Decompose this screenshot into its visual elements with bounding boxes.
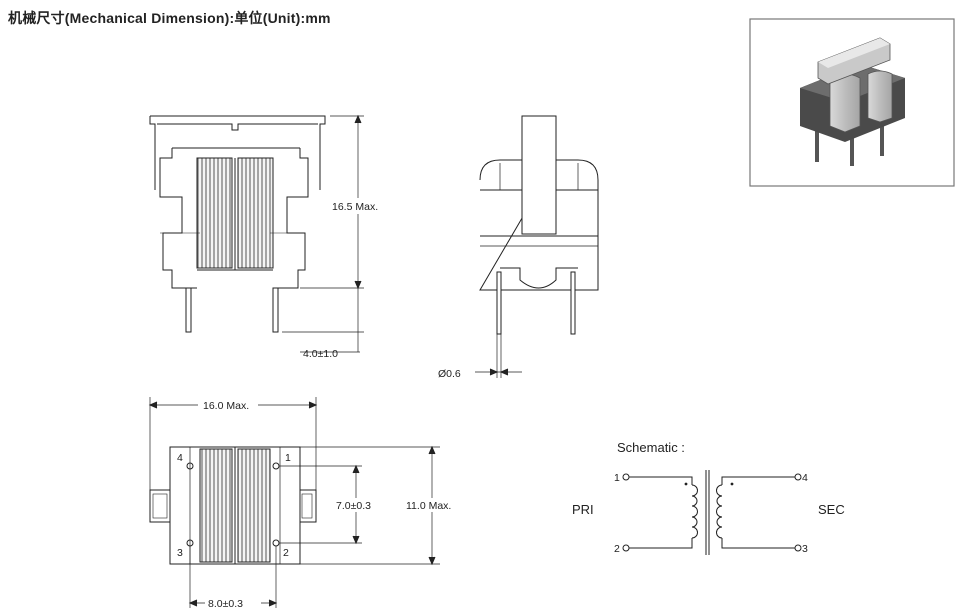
bottom-tab-right [299,489,317,523]
bottom-coil-left [199,448,233,563]
secondary-dot-marker [730,482,734,486]
bottom-tab-left [149,489,171,523]
schematic-diagram [622,470,802,555]
width-dimension-label: 16.0 Max. [203,400,249,412]
bottom-view [148,397,440,608]
height-dimension-label: 16.5 Max. [332,201,378,213]
side-body-outline [479,159,599,291]
side-clip [521,115,557,235]
pin-1-marker [272,462,280,470]
depth-dimension-label: 11.0 Max. [406,500,451,512]
secondary-winding [716,484,723,539]
bottom-pin-2-label: 2 [283,547,289,559]
front-coil-right [237,157,274,269]
pin-length-dimension-label: 4.0±1.0 [303,348,338,360]
page-title: 机械尺寸(Mechanical Dimension):单位(Unit):mm [8,10,331,26]
secondary-label: SEC [818,502,845,517]
pin-4-marker [186,462,194,470]
front-body-outline [159,148,309,289]
schematic-title: Schematic : [617,440,685,455]
pin-spacing-label: 8.0±0.3 [208,598,243,610]
front-pin-left [185,287,192,333]
primary-winding [691,484,698,539]
bottom-pin-1-label: 1 [285,452,291,464]
side-view [475,115,599,378]
front-view [149,114,364,353]
schematic-pin-3-label: 3 [802,543,808,555]
side-pin-left [496,271,502,335]
schematic-pin-1-label: 1 [614,472,620,484]
pin-row-spacing-label: 7.0±0.3 [336,500,371,512]
bottom-pin-3-label: 3 [177,547,183,559]
inductor-photo-icon [800,37,905,166]
product-photo [749,18,955,187]
pin-diameter-label: Ø0.6 [438,368,461,380]
primary-dot-marker [684,482,688,486]
bottom-coil-right [237,448,271,563]
side-pin-right [570,271,576,335]
front-pin-right [272,287,279,333]
front-clip [149,115,326,190]
bottom-pin-4-label: 4 [177,452,183,464]
schematic-pin-4-label: 4 [802,472,808,484]
primary-label: PRI [572,502,594,517]
front-coil-left [196,157,233,269]
schematic-pin-2-label: 2 [614,543,620,555]
